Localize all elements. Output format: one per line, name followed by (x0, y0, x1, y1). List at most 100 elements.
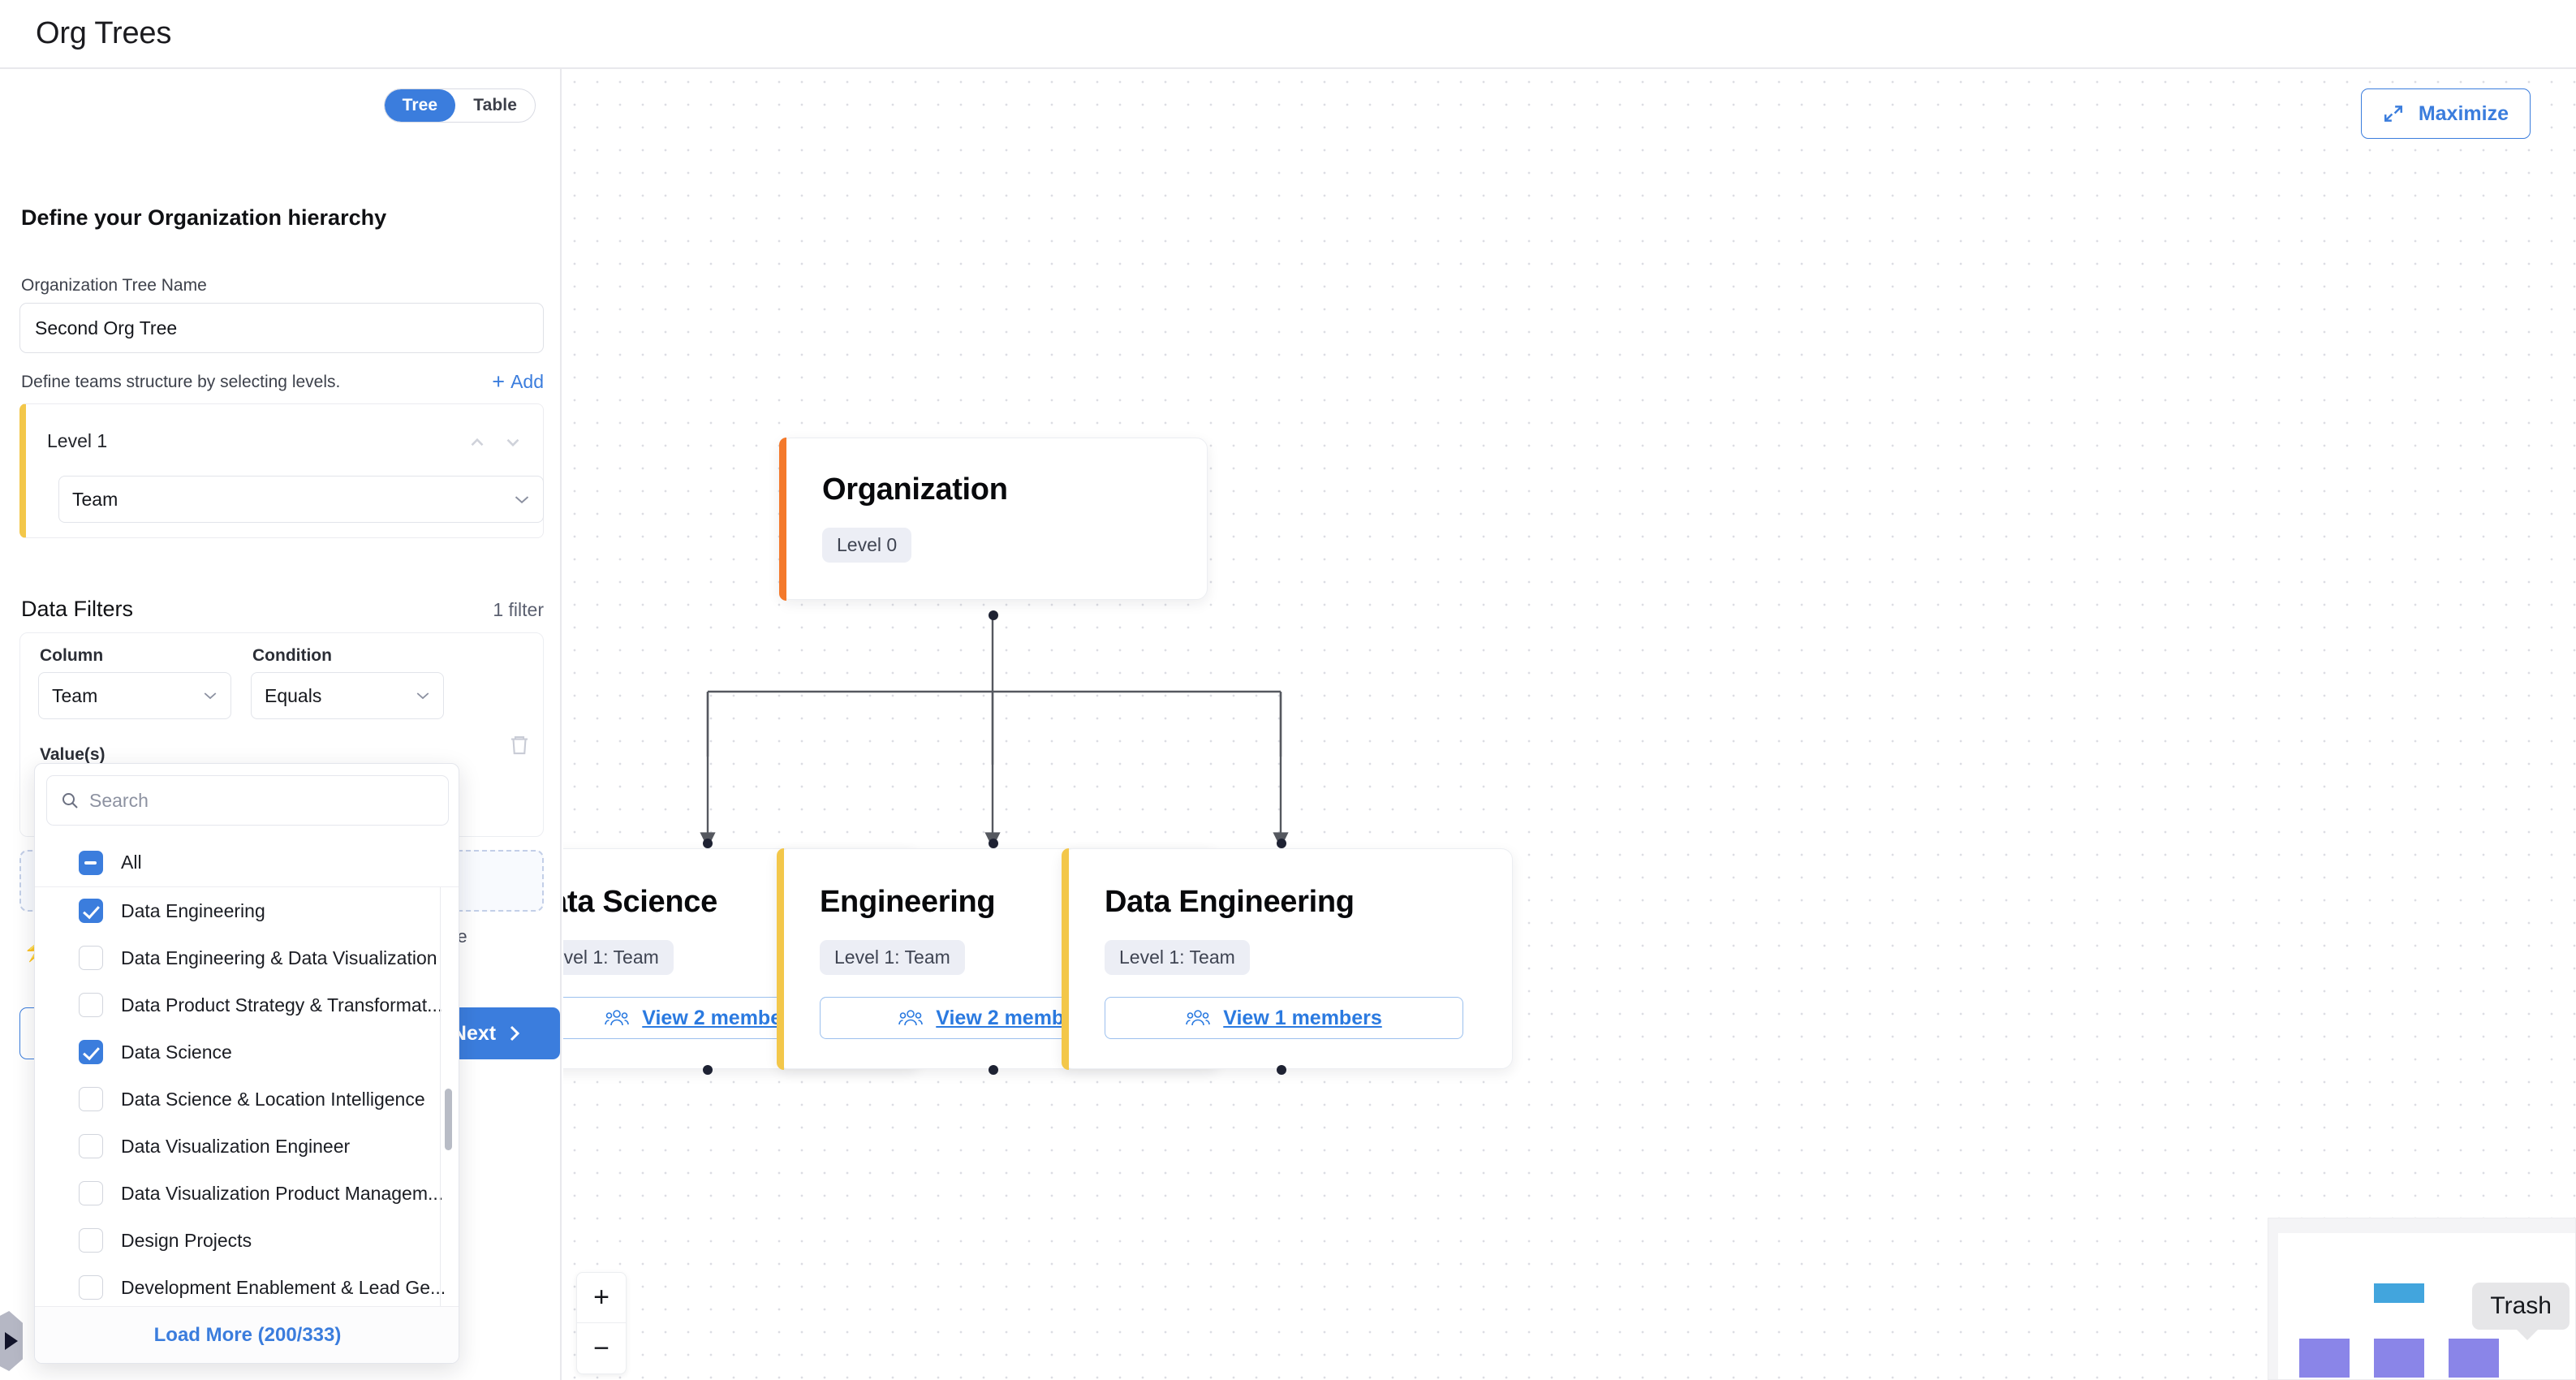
checkbox-option[interactable] (79, 1228, 103, 1253)
people-icon (1186, 1010, 1211, 1026)
filter-condition-select[interactable]: Equals (251, 672, 444, 719)
delete-filter-icon[interactable] (507, 732, 532, 758)
level-type-value: Team (72, 488, 118, 510)
chevron-down-icon (515, 495, 529, 503)
checkbox-option[interactable] (79, 1181, 103, 1205)
dropdown-option[interactable]: Data Engineering & Data Visualization (35, 934, 459, 981)
node-accent-bar (776, 847, 784, 1070)
view-members-label: View 2 members (642, 1006, 801, 1029)
checkbox-option[interactable] (79, 1275, 103, 1300)
list-divider (439, 887, 441, 1308)
filter-condition-value: Equals (265, 684, 322, 706)
dropdown-search[interactable] (46, 775, 449, 826)
dropdown-option[interactable]: Development Enablement & Lead Ge... (35, 1264, 459, 1308)
tree-edges (700, 615, 1289, 848)
levels-hint: Define teams structure by selecting leve… (21, 372, 341, 391)
dropdown-option[interactable]: Data Science & Location Intelligence (35, 1076, 459, 1123)
tab-table[interactable]: Table (473, 96, 517, 114)
filter-count: 1 filter (493, 599, 544, 620)
node-port-bottom (703, 1065, 713, 1075)
view-members-label: View 1 members (1223, 1006, 1382, 1029)
dropdown-option[interactable]: Data Visualization Engineer (35, 1123, 459, 1170)
page-title: Org Trees (36, 16, 172, 50)
view-toggle[interactable]: Tree Table (383, 88, 536, 123)
dropdown-option-label: Data Visualization Product Managem... (121, 1182, 444, 1204)
view-members-button[interactable]: View 1 members (1105, 997, 1463, 1039)
dropdown-all-label: All (121, 852, 142, 873)
zoom-in-button[interactable]: + (577, 1273, 626, 1323)
plus-icon: + (492, 369, 506, 394)
move-level-up-icon[interactable] (465, 432, 489, 453)
tree-name-input[interactable] (19, 303, 544, 353)
panel-collapse-toggle[interactable] (0, 1311, 23, 1371)
people-icon (605, 1010, 630, 1026)
tree-canvas[interactable]: Maximize Organization Level 0 Data Scien… (563, 71, 2576, 1380)
filter-column-select[interactable]: Team (38, 672, 231, 719)
dropdown-option-label: Data Science (121, 1041, 232, 1063)
dropdown-scroll-thumb[interactable] (445, 1089, 452, 1150)
node-title: Data Science (563, 885, 717, 919)
tab-tree[interactable]: Tree (384, 89, 456, 122)
checkbox-option[interactable] (79, 993, 103, 1017)
load-more-button[interactable]: Load More (200/333) (35, 1306, 459, 1363)
filter-values-label: Value(s) (40, 745, 106, 764)
dropdown-option-label: Design Projects (121, 1229, 252, 1251)
node-level-badge: Level 1: Team (563, 940, 674, 975)
node-title: Data Engineering (1105, 885, 1355, 919)
triangle-right-icon (5, 1332, 18, 1350)
checkbox-option[interactable] (79, 1040, 103, 1064)
zoom-out-button[interactable]: − (593, 1332, 610, 1364)
maximize-icon (2384, 106, 2402, 122)
filter-column-label: Column (40, 646, 104, 665)
maximize-button[interactable]: Maximize (2360, 88, 2531, 139)
node-level-badge: Level 1: Team (1105, 940, 1250, 975)
node-port-top (1277, 839, 1286, 848)
dropdown-option[interactable]: Design Projects (35, 1217, 459, 1264)
node-level-badge: Level 0 (822, 528, 912, 563)
search-icon (62, 793, 78, 809)
dropdown-option-label: Data Visualization Engineer (121, 1135, 351, 1157)
dropdown-option[interactable]: Data Science (35, 1029, 459, 1076)
minimap-node-root (2374, 1283, 2424, 1303)
level-name: Level 1 (47, 430, 108, 451)
checkbox-option[interactable] (79, 1134, 103, 1158)
dropdown-option[interactable]: Data Product Strategy & Transformat... (35, 981, 459, 1029)
dropdown-option-label: Data Engineering & Data Visualization (121, 947, 437, 968)
level-card: Level 1 Team (19, 403, 544, 538)
app-header: Org Trees (0, 0, 2576, 69)
tree-node-data-engineering[interactable]: Data Engineering Level 1: Team View 1 me… (1061, 847, 1513, 1070)
move-level-down-icon[interactable] (501, 432, 525, 453)
dropdown-option[interactable]: Data Visualization Product Managem... (35, 1170, 459, 1217)
level-type-select[interactable]: Team (58, 476, 544, 523)
node-accent-bar (778, 437, 786, 601)
checkbox-option[interactable] (79, 1087, 103, 1111)
levels-header: Define teams structure by selecting leve… (21, 371, 544, 393)
node-level-badge: Level 1: Team (820, 940, 965, 975)
search-input[interactable] (89, 789, 435, 812)
people-icon (898, 1010, 924, 1026)
tree-name-label: Organization Tree Name (21, 276, 207, 295)
tree-node-organization[interactable]: Organization Level 0 (778, 437, 1208, 601)
node-port-bottom (1277, 1065, 1286, 1075)
chevron-down-icon (416, 692, 429, 700)
dropdown-item-all[interactable]: All (35, 839, 459, 887)
add-level-button[interactable]: + Add (492, 371, 544, 393)
chevron-right-icon (510, 1025, 520, 1041)
node-port-top (989, 839, 998, 848)
checkbox-option[interactable] (79, 899, 103, 923)
checkbox-all[interactable] (79, 850, 103, 875)
zoom-controls[interactable]: + − (576, 1272, 627, 1374)
dropdown-option-label: Data Product Strategy & Transformat... (121, 994, 443, 1016)
node-port-bottom (989, 1065, 998, 1075)
node-accent-bar (1061, 847, 1069, 1070)
dropdown-option[interactable]: Data Engineering (35, 887, 459, 934)
node-title: Engineering (820, 885, 996, 919)
node-port-bottom (989, 610, 998, 620)
minimap-node-child (2374, 1339, 2424, 1378)
node-title: Organization (822, 472, 1008, 507)
minimap[interactable] (2268, 1218, 2576, 1380)
checkbox-option[interactable] (79, 946, 103, 970)
dropdown-option-label: Data Science & Location Intelligence (121, 1088, 425, 1110)
